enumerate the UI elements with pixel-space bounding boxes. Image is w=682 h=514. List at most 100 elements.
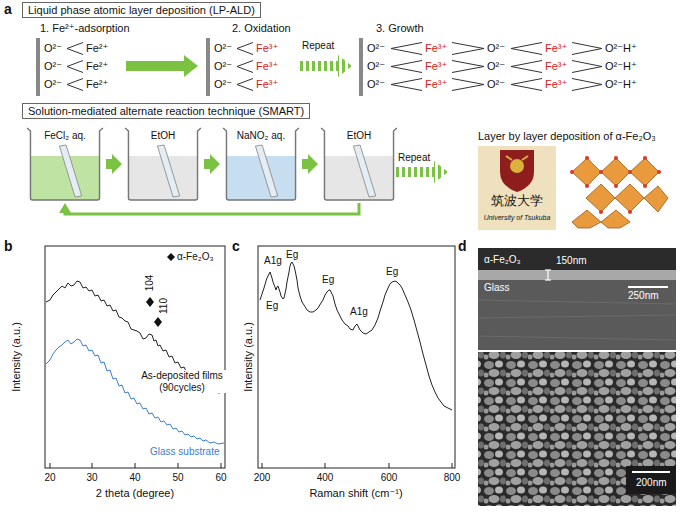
xrd-plot [45, 246, 225, 468]
text-label: Fe³⁺ [425, 78, 447, 91]
text-label: Eg [286, 249, 298, 261]
section-header: Liquid phase atomic layer deposition (LP… [22, 2, 261, 18]
image-caption: α-Fe₂O₃ [484, 254, 521, 265]
text-label: 400 [317, 472, 334, 484]
process-arrow [302, 154, 318, 174]
sem-top-view [478, 352, 676, 506]
axis-title: Intensity (a.u.) [242, 322, 255, 392]
text-label: 2 theta (degree) [96, 487, 174, 500]
text-label: O²⁻ [44, 60, 62, 73]
university-logo [478, 146, 556, 230]
axis-title: Intensity (a.u.) [10, 322, 23, 392]
text-label: 200 [254, 472, 271, 484]
text-label: 40 [129, 472, 140, 484]
text-label: O²⁻ [487, 78, 505, 91]
substrate-bar [36, 38, 363, 96]
text-label: A1g [350, 306, 368, 318]
sem-cross-section [478, 248, 676, 350]
text-label: 3. Growth [376, 22, 424, 35]
text-label: As-deposited films (90cycles) [136, 370, 228, 393]
process-arrow [59, 203, 359, 214]
process-arrow [204, 154, 220, 174]
text-label: O²⁻ [367, 60, 385, 73]
sem-image: 200nm [478, 352, 676, 506]
solution-label: EtOH [124, 126, 202, 141]
text-label: Fe³⁺ [425, 60, 447, 73]
text-label: O²⁻ [44, 78, 62, 91]
text-label: Glass substrate [150, 446, 219, 458]
text-label: O²⁻ [214, 42, 232, 55]
glass-slide [255, 145, 277, 197]
raman-plot [258, 246, 455, 468]
text-label: O²⁻ [367, 42, 385, 55]
text-label: Fe³⁺ [256, 42, 278, 55]
text-label: Fe³⁺ [545, 78, 567, 91]
text-label: O²⁻ [487, 42, 505, 55]
text-label: Fe³⁺ [256, 60, 278, 73]
text-label: Repeat [302, 40, 334, 52]
process-arrow [126, 55, 198, 77]
text-label: Raman shift (cm⁻¹) [309, 487, 402, 500]
repeat-arrow [300, 55, 352, 77]
beaker: FeCl₂ aq. [26, 126, 104, 202]
text-label: Fe³⁺ [545, 42, 567, 55]
text-label: a [4, 1, 12, 17]
image-caption: 200nm [636, 477, 667, 488]
text-label: 2. Oxidation [232, 22, 291, 35]
header-text: Liquid phase atomic layer deposition (LP… [28, 4, 255, 16]
repeat-arrow [396, 161, 448, 183]
arrow-head [59, 203, 71, 213]
image-caption: Glass [484, 282, 510, 293]
legend-text: α-Fe₂O₃ [177, 251, 214, 263]
text-label: Fe³⁺ [425, 42, 447, 55]
beaker: EtOH [124, 126, 202, 202]
header-text: Solution-mediated alternate reaction tec… [28, 105, 304, 117]
beaker: EtOH [320, 126, 398, 202]
axis-title: 104 [144, 275, 156, 292]
text-label: 30 [86, 472, 97, 484]
solution-label: NaNO₂ aq. [222, 126, 300, 141]
text-label: Fe²⁺ [86, 42, 108, 55]
text-label: Fe²⁺ [86, 78, 108, 91]
crystal-structure [570, 156, 668, 228]
text-label: O²⁻H⁺ [605, 60, 637, 73]
text-label: Repeat [398, 152, 430, 164]
return-line [65, 203, 359, 214]
axis-title: 110 [158, 298, 170, 314]
text-label: 800 [444, 472, 461, 484]
solution-label: EtOH [320, 126, 398, 141]
glass-slide [353, 145, 375, 197]
text-label: O²⁻H⁺ [605, 42, 637, 55]
glass-slide [59, 145, 81, 197]
text-label: Fe²⁺ [86, 60, 108, 73]
glass-slide [157, 145, 179, 197]
text-label: c [232, 238, 240, 254]
text-label: O²⁻ [214, 78, 232, 91]
text-label: Eg [266, 300, 278, 312]
text-label: University of Tsukuba [484, 214, 551, 222]
image-caption: 150nm [556, 255, 587, 266]
text-label: O²⁻ [367, 78, 385, 91]
arrow-shape [106, 154, 122, 174]
text-label: Layer by layer deposition of α-Fe₂O₃ [478, 130, 656, 143]
text-label: Eg [386, 266, 398, 278]
text-label: 20 [44, 472, 55, 484]
beaker: NaNO₂ aq. [222, 126, 300, 202]
text-label: d [458, 238, 467, 254]
section-header: Solution-mediated alternate reaction tec… [22, 103, 310, 119]
text-label: b [4, 238, 13, 254]
arrow-shape [204, 154, 220, 174]
arrow-shape [302, 154, 318, 174]
text-label: A1g [264, 255, 282, 267]
text-label: 50 [172, 472, 183, 484]
legend-diamond [167, 253, 175, 261]
solution-label: FeCl₂ aq. [26, 126, 104, 141]
text-label: O²⁻ [487, 60, 505, 73]
process-arrow [106, 154, 122, 174]
text-label: 60 [215, 472, 226, 484]
text-label: 1. Fe²⁺-adsorption [40, 22, 130, 35]
text-label: 600 [381, 472, 398, 484]
text-label: O²⁻ [44, 42, 62, 55]
text-label: 筑波大学 [491, 194, 543, 209]
